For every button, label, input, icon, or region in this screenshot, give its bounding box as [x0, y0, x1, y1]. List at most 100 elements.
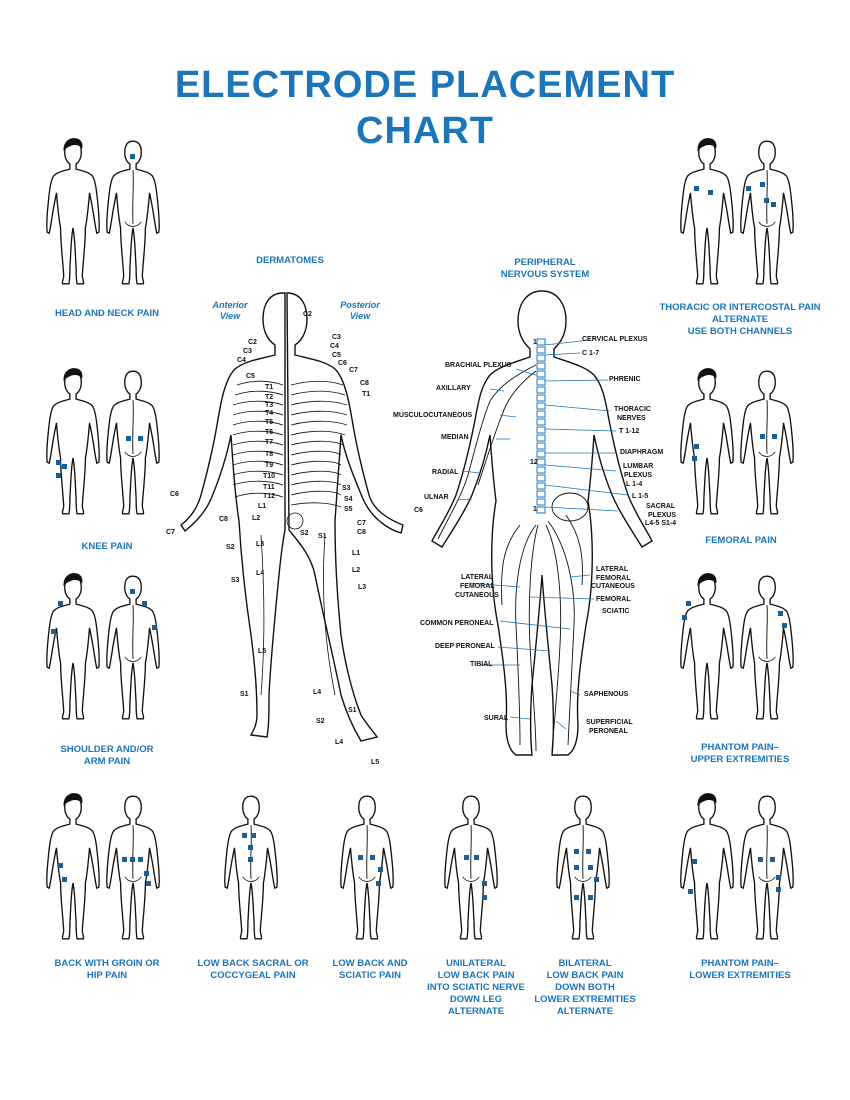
derm-label: C7	[166, 529, 175, 536]
electrode-pad	[378, 867, 383, 872]
derm-label: C3	[332, 334, 341, 341]
derm-label: T9	[265, 462, 274, 469]
electrode-pad	[688, 889, 693, 894]
electrode-pad	[692, 859, 697, 864]
electrode-pad	[482, 895, 487, 900]
nerve-label: SURAL	[484, 715, 509, 722]
nerve-label: AXILLARY	[436, 385, 471, 392]
panel-label-low-back-sacral: LOW BACK SACRAL OR COCCYGEAL PAIN	[197, 958, 309, 981]
electrode-pad	[776, 875, 781, 880]
derm-label: T7	[265, 439, 274, 446]
derm-label: C2	[248, 339, 257, 346]
derm-label: L3	[358, 584, 367, 591]
electrode-pad	[574, 865, 579, 870]
panel-label-phantom-lower: PHANTOM PAIN– LOWER EXTREMITIES	[689, 958, 791, 981]
electrode-pad	[242, 833, 247, 838]
electrode-pad	[248, 857, 253, 862]
derm-label: T8	[265, 451, 274, 458]
nerve-label: L 1-5	[632, 493, 649, 500]
panel-label-bilateral: BILATERAL LOW BACK PAIN DOWN BOTH LOWER …	[534, 958, 636, 1017]
knee-figures	[46, 367, 160, 515]
nerve-label: 1	[533, 506, 537, 513]
nerve-label: MUSCULOCUTANEOUS	[393, 412, 473, 419]
nerve-label: FEMORAL	[460, 583, 495, 590]
nerve-label: NERVES	[617, 415, 646, 422]
electrode-pad	[482, 881, 487, 886]
dermatomes-heading: DERMATOMES	[256, 255, 324, 266]
nerve-label: SCIATIC	[602, 608, 630, 615]
derm-label: C7	[357, 520, 366, 527]
derm-label: C6	[414, 507, 423, 514]
nerve-label: LUMBAR	[623, 463, 654, 470]
electrode-pad	[782, 623, 787, 628]
derm-label: S3	[231, 577, 240, 584]
derm-label: S1	[240, 691, 249, 698]
derm-label: T1	[265, 384, 274, 391]
panel-label-unilateral: UNILATERAL LOW BACK PAIN INTO SCIATIC NE…	[427, 958, 525, 1017]
pns-heading: PERIPHERAL NERVOUS SYSTEM	[500, 257, 590, 280]
electrode-pad	[758, 857, 763, 862]
derm-label: C6	[338, 360, 347, 367]
electrode-pad	[144, 871, 149, 876]
nerve-label: PHRENIC	[609, 376, 641, 383]
derm-label: L1	[258, 503, 267, 510]
electrode-pad	[130, 857, 135, 862]
derm-label: S1	[348, 707, 357, 714]
electrode-pad	[130, 154, 135, 159]
derm-label: C5	[246, 373, 255, 380]
electrode-pad	[574, 849, 579, 854]
nerve-label: SACRAL	[646, 503, 676, 510]
panel-label-thoracic: THORACIC OR INTERCOSTAL PAIN ALTERNATE U…	[659, 302, 821, 337]
electrode-pad	[682, 615, 687, 620]
derm-label: L3	[256, 541, 265, 548]
electrode-pad	[764, 198, 769, 203]
nerve-label: FEMORAL	[596, 575, 631, 582]
nerve-label: SAPHENOUS	[584, 691, 629, 698]
electrode-pad	[138, 857, 143, 862]
electrode-pad	[62, 464, 67, 469]
electrode-pad	[130, 589, 135, 594]
nerve-label: PLEXUS	[624, 472, 653, 479]
title-line-1: ELECTRODE PLACEMENT	[174, 64, 676, 106]
derm-label: C8	[360, 380, 369, 387]
nerve-label: DEEP PERONEAL	[435, 643, 495, 650]
pns-figure	[431, 290, 653, 756]
derm-label: T11	[263, 484, 275, 491]
nerve-label: BRACHIAL PLEXUS	[445, 362, 512, 369]
electrode-pad	[138, 436, 143, 441]
electrode-pad	[694, 186, 699, 191]
derm-label: S5	[344, 506, 353, 513]
nerve-label: L4-5 S1-4	[645, 520, 677, 527]
derm-label: T6	[265, 429, 274, 436]
derm-label: C2	[303, 311, 312, 318]
back-groin-figures	[46, 792, 160, 940]
head-neck-figures	[46, 137, 160, 285]
nerve-label: FEMORAL	[596, 596, 631, 603]
nerve-label: LATERAL	[461, 574, 494, 581]
electrode-pad	[772, 434, 777, 439]
derm-label: L5	[258, 648, 267, 655]
nerve-label: MEDIAN	[441, 434, 469, 441]
electrode-pad	[686, 601, 691, 606]
electrode-pad	[51, 629, 56, 634]
dermatome-figure	[180, 292, 404, 742]
nerve-label: CUTANEOUS	[455, 592, 499, 599]
derm-label: C6	[170, 491, 179, 498]
derm-label: L4	[335, 739, 344, 746]
electrode-pad	[776, 887, 781, 892]
derm-label: C5	[332, 352, 341, 359]
electrode-pad	[771, 202, 776, 207]
nerve-label: COMMON PERONEAL	[420, 620, 494, 627]
nerve-label: CERVICAL PLEXUS	[582, 336, 648, 343]
electrode-pad	[708, 190, 713, 195]
electrode-pad	[152, 625, 157, 630]
derm-label: T2	[265, 394, 274, 401]
nerve-label: 12	[530, 459, 538, 466]
electrode-pad	[251, 833, 256, 838]
derm-label: T4	[265, 410, 274, 417]
nerve-label: LATERAL	[596, 566, 629, 573]
panel-label-back-groin: BACK WITH GROIN OR HIP PAIN	[54, 958, 160, 981]
electrode-pad	[474, 855, 479, 860]
